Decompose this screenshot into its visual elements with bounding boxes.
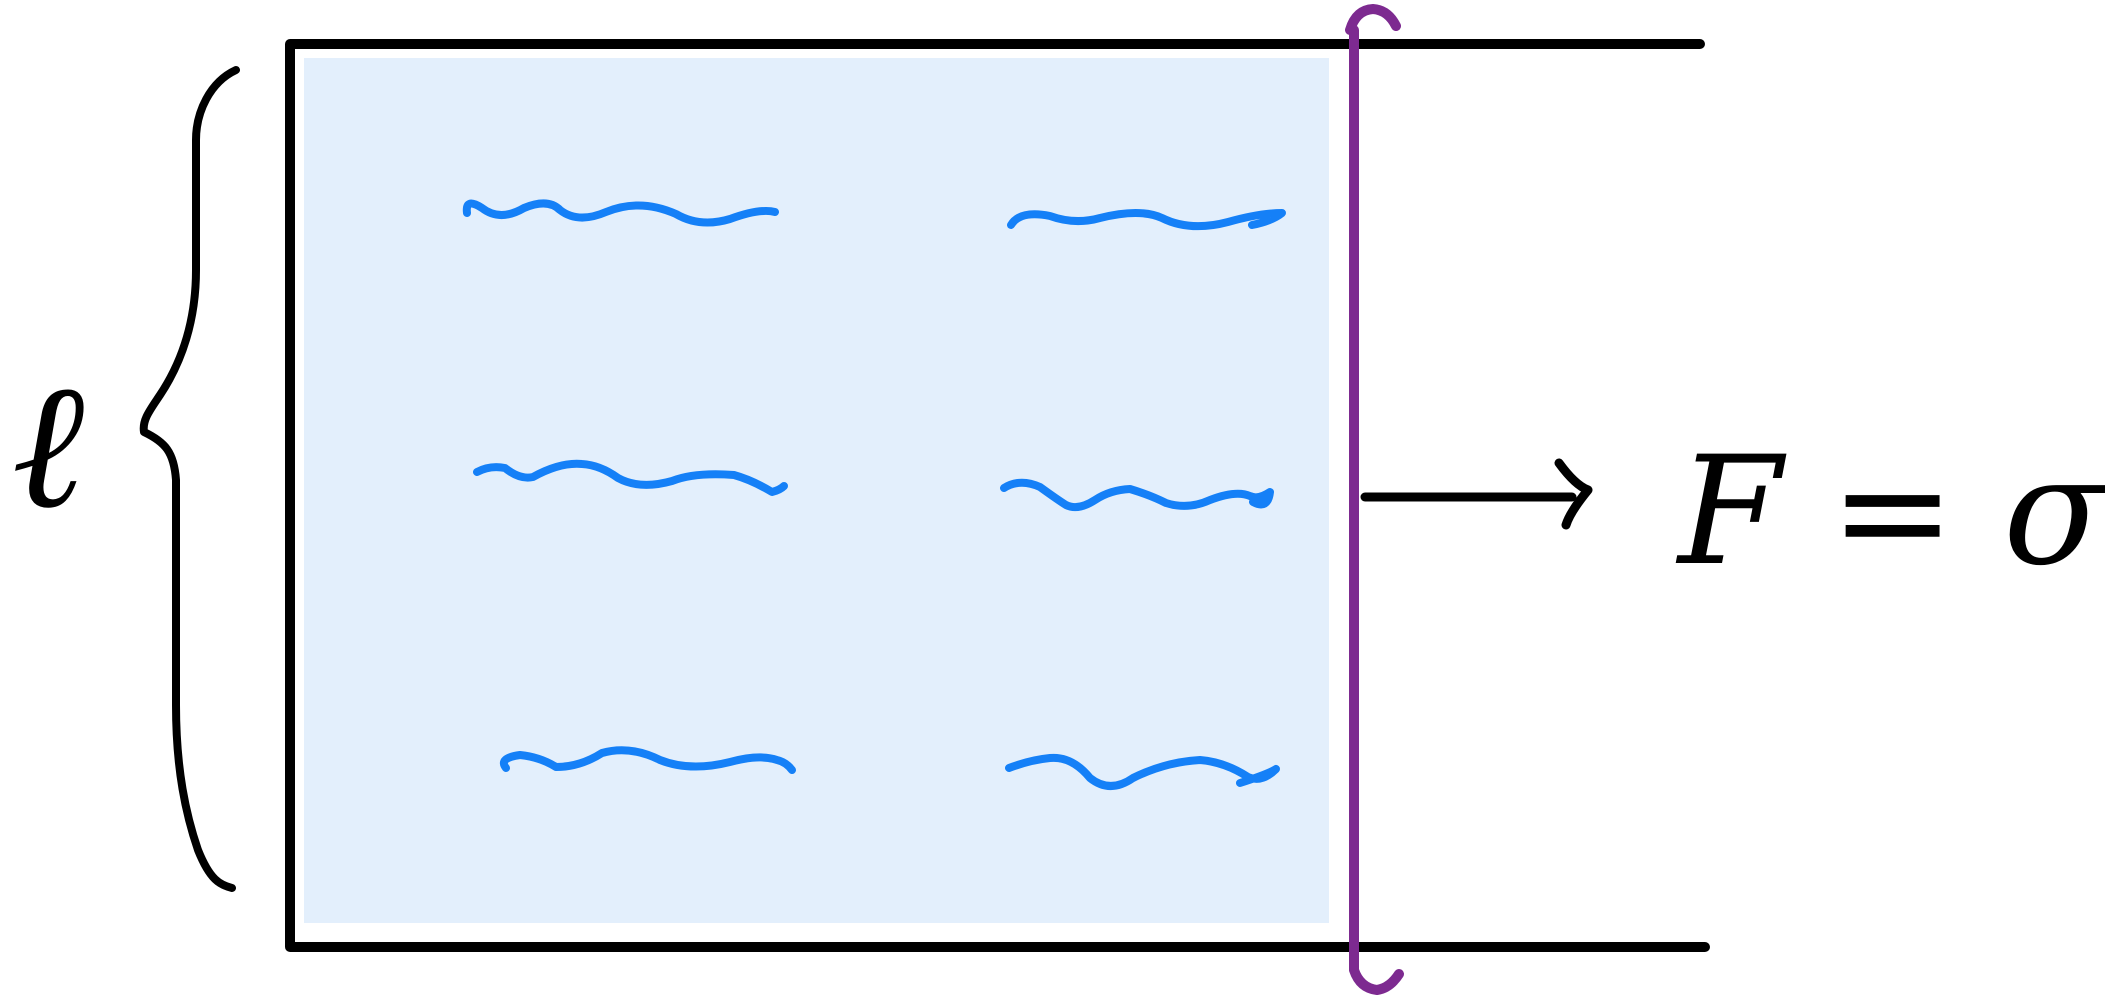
force-arrow-head <box>1554 458 1593 530</box>
squiggle-1 <box>462 199 779 227</box>
squiggle-3 <box>473 459 788 496</box>
left-brace <box>139 66 240 892</box>
film-squiggles <box>462 199 1286 790</box>
squiggle-5 <box>499 746 796 774</box>
squiggle-2 <box>1007 209 1286 231</box>
squiggle-4 <box>1000 478 1274 512</box>
soap-film <box>304 58 1329 923</box>
force-equation-label: F = σℓ <box>1675 425 2105 599</box>
squiggle-6 <box>1005 753 1280 790</box>
force-arrow <box>1360 458 1593 530</box>
wire-frame <box>285 39 1710 952</box>
movable-bar <box>1345 4 1404 995</box>
side-length-label: ℓ <box>12 345 85 548</box>
